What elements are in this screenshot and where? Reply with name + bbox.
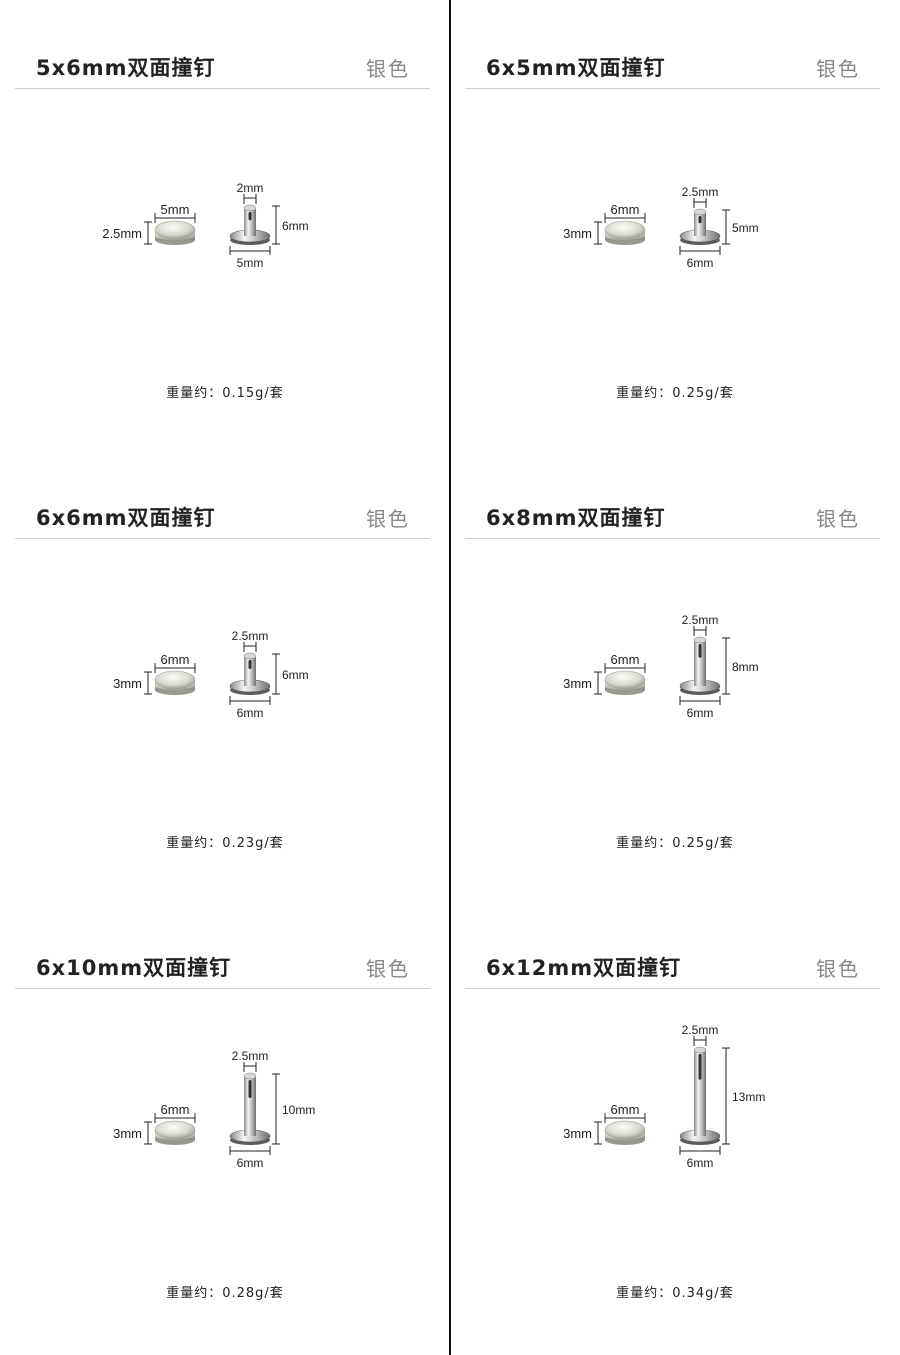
base-width-label: 6mm	[687, 706, 714, 720]
rivet-cap-image	[154, 220, 196, 245]
rivet-diagram: 6mm 3mm 2.5mm 6mm 6mm	[113, 629, 309, 720]
weight-label: 重量约：0.25g/套	[616, 386, 734, 401]
rivet-diagram: 6mm 3mm 2.5mm 8mm 6mm	[563, 613, 759, 720]
color-label: 银色	[366, 507, 410, 531]
rivet-diagram: 6mm 3mm 2.5mm 5mm 6mm	[563, 185, 759, 270]
rivet-diagram: 6mm 3mm 2.5mm 13mm 6mm	[563, 1023, 765, 1170]
weight-label: 重量约：0.28g/套	[166, 1286, 284, 1301]
product-title: 6x8mm双面撞钉	[486, 506, 666, 530]
base-width-label: 6mm	[237, 1156, 264, 1170]
cap-width-label: 6mm	[611, 1102, 640, 1117]
color-label: 银色	[816, 957, 860, 981]
weight-label: 重量约：0.34g/套	[616, 1286, 734, 1301]
color-label: 银色	[816, 57, 860, 81]
base-width-label: 5mm	[237, 256, 264, 270]
base-width-label: 6mm	[687, 1156, 714, 1170]
header-rule	[15, 988, 430, 989]
cap-height-label: 3mm	[113, 676, 142, 691]
header-rule	[15, 88, 430, 89]
rivet-post-image	[679, 208, 721, 245]
rivet-post-image	[679, 636, 721, 695]
cap-height-label: 2.5mm	[102, 226, 142, 241]
rivet-post-image	[679, 1046, 721, 1145]
weight-label: 重量约：0.25g/套	[616, 836, 734, 851]
post-height-label: 8mm	[732, 660, 759, 674]
weight-label: 重量约：0.15g/套	[166, 386, 284, 401]
product-title: 6x6mm双面撞钉	[36, 506, 216, 530]
cap-width-label: 6mm	[611, 202, 640, 217]
header-rule	[15, 538, 430, 539]
header-rule	[465, 88, 880, 89]
cap-height-label: 3mm	[563, 1126, 592, 1141]
product-card: 6x8mm双面撞钉 银色 6mm 3mm 2.5mm 8mm 6mm 重量约：0.25g/套	[450, 450, 900, 900]
post-height-label: 10mm	[282, 1103, 315, 1117]
rivet-post-image	[229, 204, 271, 245]
color-label: 银色	[366, 57, 410, 81]
post-height-label: 13mm	[732, 1090, 765, 1104]
column-divider	[449, 0, 451, 1355]
weight-label: 重量约：0.23g/套	[166, 836, 284, 851]
rivet-post-image	[229, 1072, 271, 1145]
cap-height-label: 3mm	[113, 1126, 142, 1141]
cap-height-label: 3mm	[563, 226, 592, 241]
product-title: 6x12mm双面撞钉	[486, 956, 682, 980]
cap-width-label: 6mm	[161, 652, 190, 667]
rivet-diagram: 6mm 3mm 2.5mm 10mm 6mm	[113, 1049, 315, 1170]
cap-height-label: 3mm	[563, 676, 592, 691]
product-card: 6x12mm双面撞钉 银色 6mm 3mm 2.5mm 13mm 6mm 重量约：0.34g/…	[450, 900, 900, 1350]
rivet-diagram: 5mm 2.5mm 2mm 6mm 5mm	[102, 181, 309, 270]
post-top-width-label: 2mm	[237, 181, 264, 195]
post-top-width-label: 2.5mm	[232, 1049, 269, 1063]
post-top-width-label: 2.5mm	[682, 613, 719, 627]
product-card: 5x6mm双面撞钉 银色 5mm 2.5mm 2mm 6mm 5mm 重量约：0.15g/套	[0, 0, 450, 450]
post-top-width-label: 2.5mm	[232, 629, 269, 643]
color-label: 银色	[816, 507, 860, 531]
color-label: 银色	[366, 957, 410, 981]
base-width-label: 6mm	[687, 256, 714, 270]
rivet-cap-image	[604, 670, 646, 695]
post-top-width-label: 2.5mm	[682, 185, 719, 199]
rivet-post-image	[229, 652, 271, 695]
base-width-label: 6mm	[237, 706, 264, 720]
post-height-label: 5mm	[732, 221, 759, 235]
product-title: 5x6mm双面撞钉	[36, 56, 216, 80]
rivet-cap-image	[604, 220, 646, 245]
rivet-cap-image	[154, 670, 196, 695]
header-rule	[465, 988, 880, 989]
post-height-label: 6mm	[282, 219, 309, 233]
product-card: 6x6mm双面撞钉 银色 6mm 3mm 2.5mm 6mm 6mm 重量约：0.23g/套	[0, 450, 450, 900]
post-top-width-label: 2.5mm	[682, 1023, 719, 1037]
product-card: 6x10mm双面撞钉 银色 6mm 3mm 2.5mm 10mm 6mm 重量约：0.28g/…	[0, 900, 450, 1350]
cap-width-label: 5mm	[161, 202, 190, 217]
post-height-label: 6mm	[282, 668, 309, 682]
product-card: 6x5mm双面撞钉 银色 6mm 3mm 2.5mm 5mm 6mm 重量约：0.25g/套	[450, 0, 900, 450]
header-rule	[465, 538, 880, 539]
product-title: 6x10mm双面撞钉	[36, 956, 232, 980]
rivet-cap-image	[604, 1120, 646, 1145]
product-title: 6x5mm双面撞钉	[486, 56, 666, 80]
cap-width-label: 6mm	[161, 1102, 190, 1117]
cap-width-label: 6mm	[611, 652, 640, 667]
rivet-cap-image	[154, 1120, 196, 1145]
